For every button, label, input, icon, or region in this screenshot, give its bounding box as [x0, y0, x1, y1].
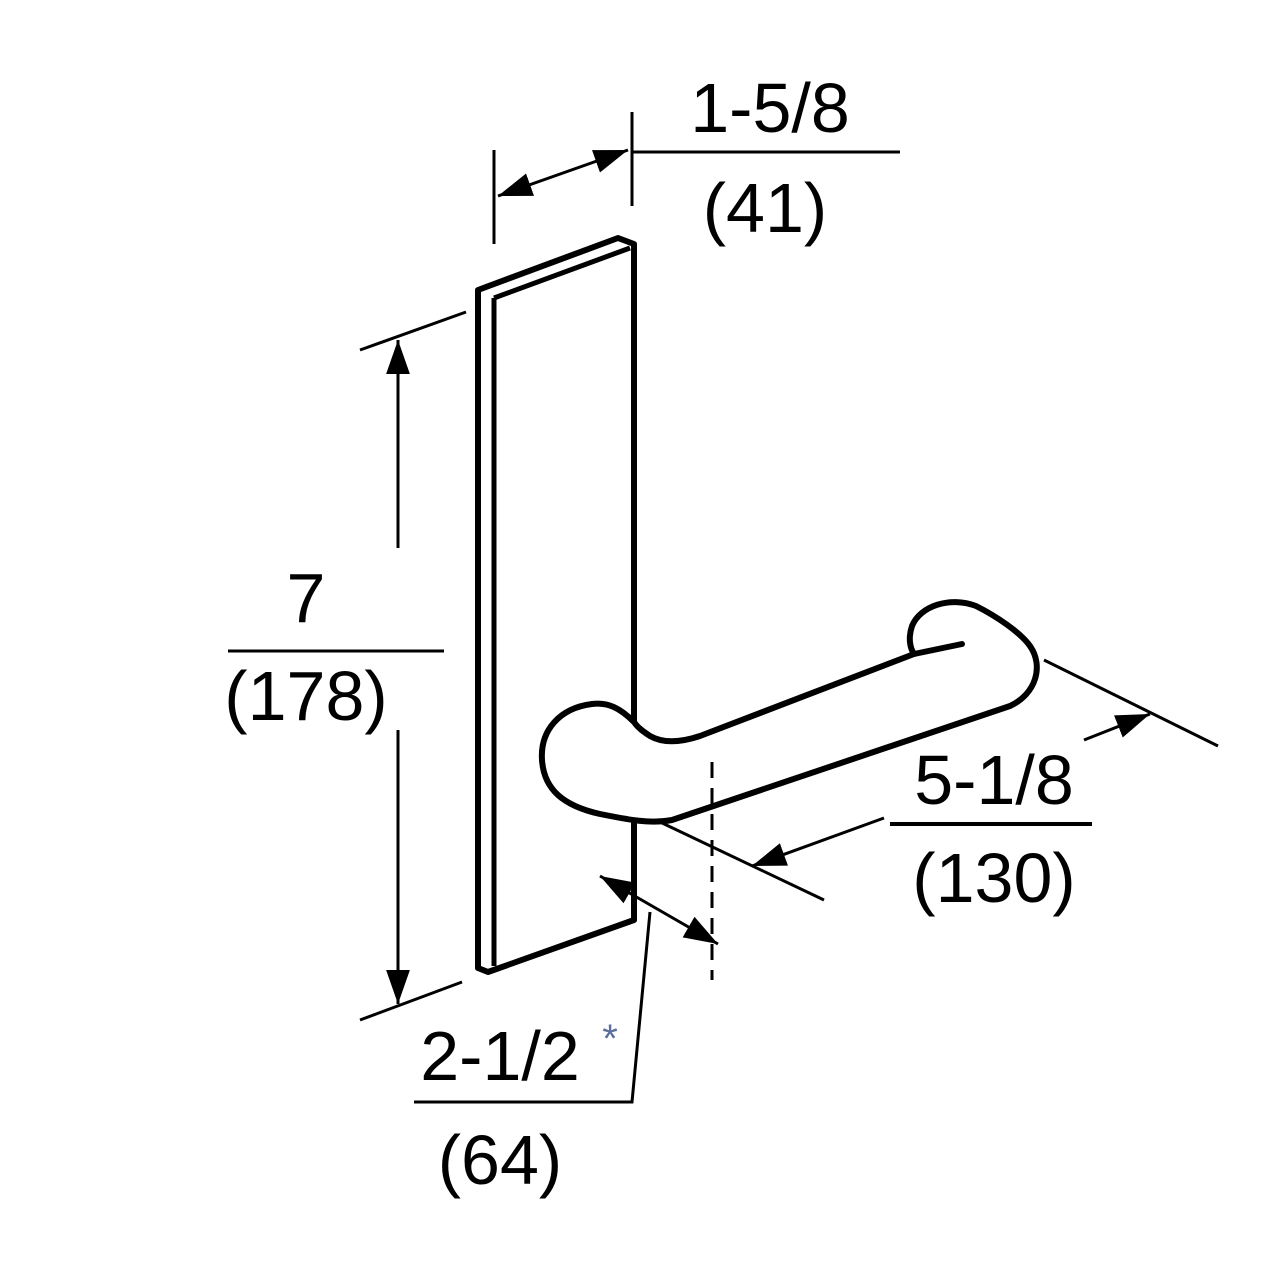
lever-handle — [538, 599, 1040, 825]
projection-metric: (64) — [438, 1121, 562, 1199]
projection-imperial: 2-1/2 — [420, 1017, 580, 1095]
plate-width-metric: (41) — [703, 169, 827, 247]
plate-width-imperial: 1-5/8 — [690, 69, 850, 147]
plate-height-imperial: 7 — [287, 559, 326, 637]
projection-note-asterisk: * — [602, 1017, 618, 1061]
lever-length-metric: (130) — [912, 839, 1075, 917]
lever-length-imperial: 5-1/8 — [914, 741, 1074, 819]
plate-height-metric: (178) — [224, 657, 387, 735]
escutcheon-plate — [475, 235, 637, 975]
dimension-plate-width: 1-5/8 (41) — [492, 69, 900, 247]
dimension-lever-length: 5-1/8 (130) — [659, 658, 1219, 917]
dimension-plate-height: 7 (178) — [224, 310, 467, 1022]
dimension-projection: 2-1/2 * (64) — [414, 762, 719, 1199]
